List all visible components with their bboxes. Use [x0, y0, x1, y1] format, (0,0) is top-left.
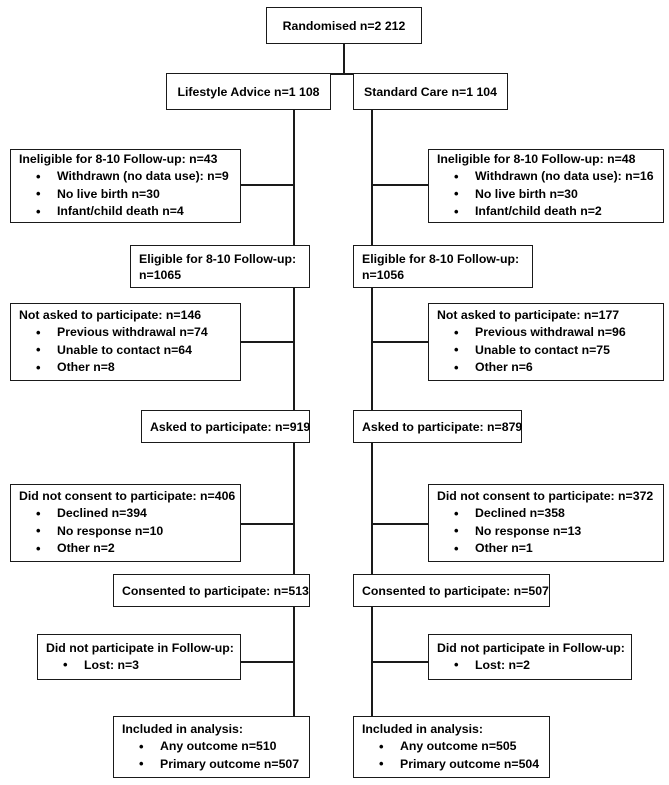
list-item: Primary outcome n=507 [139, 755, 301, 774]
node-not-participate-left-title: Did not participate in Follow-up: [46, 640, 234, 655]
node-not-participate-left[interactable]: Did not participate in Follow-up: Lost: … [37, 634, 241, 680]
list-item: No live birth n=30 [36, 185, 232, 204]
node-eligible-right-title: Eligible for 8-10 Follow-up: n=1056 [362, 251, 520, 282]
node-not-asked-right-title: Not asked to participate: n=177 [437, 308, 620, 323]
node-asked-left[interactable]: Asked to participate: n=919 [141, 410, 310, 443]
node-included-right-title: Included in analysis: [362, 722, 483, 736]
node-consented-left-title: Consented to participate: n=513 [122, 583, 309, 598]
list-item: Other n=8 [36, 359, 232, 377]
node-not-asked-left[interactable]: Not asked to participate: n=146 Previous… [10, 303, 241, 381]
list-item: Unable to contact n=64 [36, 341, 232, 360]
node-ineligible-left[interactable]: Ineligible for 8-10 Follow-up: n=43 With… [10, 149, 241, 223]
connector-left-noconsent-stub [240, 523, 295, 525]
node-included-left[interactable]: Included in analysis: Any outcome n=510 … [113, 716, 310, 778]
node-included-left-list: Any outcome n=510 Primary outcome n=507 [122, 738, 301, 773]
node-arm-lifestyle-advice-title: Lifestyle Advice n=1 108 [177, 84, 320, 99]
node-not-participate-left-list: Lost: n=3 [46, 656, 232, 675]
connector-left-notparticipate-stub [240, 661, 295, 663]
node-no-consent-left-title: Did not consent to participate: n=406 [19, 489, 236, 504]
node-included-left-title: Included in analysis: [122, 722, 243, 736]
connector-right-spine-4 [371, 607, 373, 722]
connector-left-ineligible-stub [240, 184, 295, 186]
connector-right-spine-1 [371, 110, 373, 251]
connector-right-ineligible-stub [371, 184, 428, 186]
node-no-consent-right-title: Did not consent to participate: n=372 [437, 489, 654, 504]
list-item: Lost: n=2 [454, 656, 623, 675]
node-ineligible-right-list: Withdrawn (no data use): n=16 No live bi… [437, 168, 655, 221]
node-ineligible-right-title: Ineligible for 8-10 Follow-up: n=48 [437, 152, 636, 167]
connector-left-spine-4 [293, 607, 295, 722]
connector-left-spine-3 [293, 443, 295, 583]
list-item: Primary outcome n=504 [379, 755, 541, 774]
node-not-participate-right-list: Lost: n=2 [437, 656, 623, 675]
list-item: No response n=13 [454, 522, 655, 541]
node-randomised[interactable]: Randomised n=2 212 [266, 7, 422, 44]
list-item: No live birth n=30 [454, 185, 655, 204]
node-not-asked-left-list: Previous withdrawal n=74 Unable to conta… [19, 324, 232, 377]
node-asked-left-title: Asked to participate: n=919 [150, 419, 311, 434]
node-ineligible-left-list: Withdrawn (no data use): n=9 No live bir… [19, 168, 232, 221]
node-randomised-title: Randomised n=2 212 [282, 18, 406, 33]
node-eligible-right[interactable]: Eligible for 8-10 Follow-up: n=1056 [353, 245, 533, 288]
node-consented-right[interactable]: Consented to participate: n=507 [353, 574, 550, 607]
connector-right-notparticipate-stub [371, 661, 428, 663]
list-item: Lost: n=3 [63, 656, 232, 675]
connector-left-spine-2 [293, 288, 295, 418]
node-consented-left[interactable]: Consented to participate: n=513 [113, 574, 310, 607]
node-ineligible-right[interactable]: Ineligible for 8-10 Follow-up: n=48 With… [428, 149, 664, 223]
connector-randomised-split [248, 73, 439, 75]
connector-randomised-down [343, 44, 345, 73]
node-arm-standard-care-title: Standard Care n=1 104 [364, 84, 497, 99]
node-no-consent-right[interactable]: Did not consent to participate: n=372 De… [428, 484, 664, 562]
list-item: Other n=6 [454, 359, 655, 377]
connector-left-spine-1 [293, 110, 295, 251]
node-eligible-left-title: Eligible for 8-10 Follow-up: n=1065 [139, 251, 297, 282]
list-item: Previous withdrawal n=96 [454, 324, 655, 342]
node-not-asked-right[interactable]: Not asked to participate: n=177 Previous… [428, 303, 664, 381]
connector-right-noconsent-stub [371, 523, 428, 525]
list-item: Unable to contact n=75 [454, 341, 655, 360]
node-asked-right[interactable]: Asked to participate: n=879 [353, 410, 522, 443]
node-not-participate-right-title: Did not participate in Follow-up: [437, 640, 625, 655]
node-included-right-list: Any outcome n=505 Primary outcome n=504 [362, 738, 541, 773]
list-item: Infant/child death n=4 [36, 203, 232, 221]
node-no-consent-left-list: Declined n=394 No response n=10 Other n=… [19, 505, 232, 558]
node-arm-lifestyle-advice[interactable]: Lifestyle Advice n=1 108 [166, 73, 331, 110]
node-eligible-left[interactable]: Eligible for 8-10 Follow-up: n=1065 [130, 245, 310, 288]
list-item: Previous withdrawal n=74 [36, 324, 232, 342]
list-item: Declined n=358 [454, 505, 655, 523]
node-no-consent-left[interactable]: Did not consent to participate: n=406 De… [10, 484, 241, 562]
node-asked-right-title: Asked to participate: n=879 [362, 419, 523, 434]
node-ineligible-left-title: Ineligible for 8-10 Follow-up: n=43 [19, 152, 218, 167]
connector-left-notasked-stub [240, 341, 295, 343]
connector-right-notasked-stub [371, 341, 428, 343]
connector-right-spine-3 [371, 443, 373, 583]
list-item: Other n=1 [454, 540, 655, 558]
node-no-consent-right-list: Declined n=358 No response n=13 Other n=… [437, 505, 655, 558]
list-item: Other n=2 [36, 540, 232, 558]
list-item: Any outcome n=505 [379, 738, 541, 756]
node-not-participate-right[interactable]: Did not participate in Follow-up: Lost: … [428, 634, 632, 680]
list-item: Any outcome n=510 [139, 738, 301, 756]
node-included-right[interactable]: Included in analysis: Any outcome n=505 … [353, 716, 550, 778]
connector-right-spine-2 [371, 288, 373, 418]
list-item: Withdrawn (no data use): n=16 [454, 168, 655, 186]
node-not-asked-right-list: Previous withdrawal n=96 Unable to conta… [437, 324, 655, 377]
list-item: Withdrawn (no data use): n=9 [36, 168, 232, 186]
node-arm-standard-care[interactable]: Standard Care n=1 104 [353, 73, 508, 110]
list-item: No response n=10 [36, 522, 232, 541]
list-item: Infant/child death n=2 [454, 203, 655, 221]
node-consented-right-title: Consented to participate: n=507 [362, 583, 549, 598]
node-not-asked-left-title: Not asked to participate: n=146 [19, 308, 202, 323]
list-item: Declined n=394 [36, 505, 232, 523]
